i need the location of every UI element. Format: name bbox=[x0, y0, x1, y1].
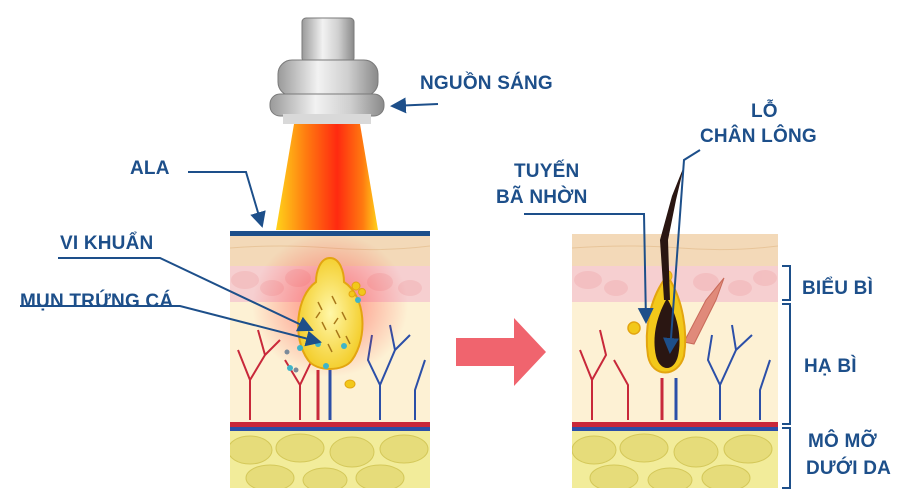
label-subcutaneous-2: DƯỚI DA bbox=[806, 458, 892, 479]
light-beam bbox=[276, 124, 378, 230]
skin-block-right bbox=[572, 234, 778, 488]
label-acne: MỤN TRỨNG CÁ bbox=[20, 291, 174, 312]
skin-block-left bbox=[230, 234, 430, 488]
label-subcutaneous-1: MÔ MỠ bbox=[808, 431, 877, 452]
label-dermis: HẠ BÌ bbox=[804, 356, 857, 377]
label-sebaceous-2: BÃ NHỜN bbox=[496, 187, 588, 208]
leader-lines bbox=[20, 97, 701, 354]
light-device bbox=[269, 17, 385, 124]
label-epidermis: BIỂU BÌ bbox=[802, 278, 874, 299]
layer-brackets bbox=[782, 265, 791, 489]
label-pore-2: CHÂN LÔNG bbox=[700, 126, 817, 147]
label-sebaceous-1: TUYẾN bbox=[514, 161, 580, 182]
label-pore-1: LỖ bbox=[751, 101, 778, 122]
hair-shaft bbox=[660, 166, 684, 300]
label-light-source: NGUỒN SÁNG bbox=[420, 73, 553, 94]
label-bacteria: VI KHUẨN bbox=[60, 233, 154, 254]
label-ala: ALA bbox=[130, 158, 170, 179]
ala-layer bbox=[230, 231, 430, 236]
process-arrow bbox=[456, 318, 546, 386]
